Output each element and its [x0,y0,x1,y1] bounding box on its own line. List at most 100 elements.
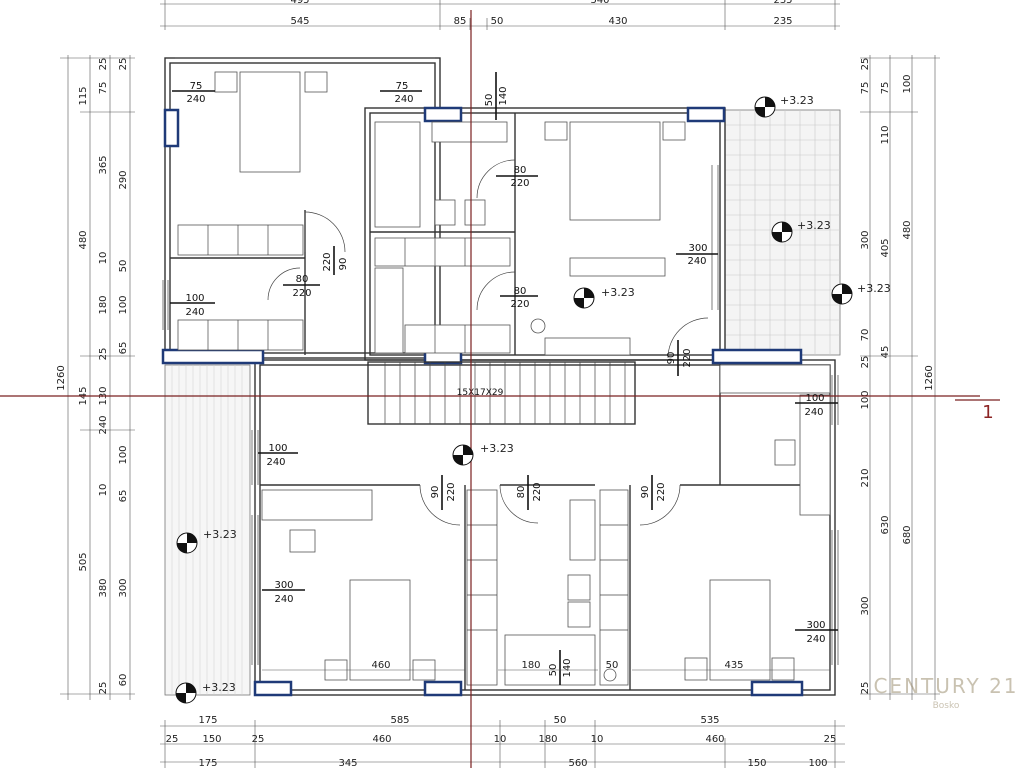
svg-text:220: 220 [446,482,457,501]
svg-text:220: 220 [510,178,529,189]
brand-name: CENTURY 21 [873,674,1018,698]
dim-right-3: 680 [902,525,913,544]
dim-right-15: 210 [860,468,871,487]
dim-left-10: 25 [98,348,109,361]
dim-right-1: 100 [902,74,913,93]
svg-text:+3.23: +3.23 [857,282,891,295]
dim-left-13: 10 [98,484,109,497]
svg-text:220: 220 [510,299,529,310]
opening-label-vertical: 90 220 [640,475,667,510]
staircase: 15X17X29 [367,361,636,425]
dim-left-2: 480 [78,230,89,249]
svg-text:+3.23: +3.23 [601,286,635,299]
svg-text:75: 75 [396,81,409,92]
dim-bottom-4: 535 [700,715,719,726]
dim-left-5: 25 [98,58,109,71]
dim-right-13: 25 [860,356,871,369]
dim-bottom-10: 180 [538,734,557,745]
dim-left-15: 25 [98,682,109,695]
window-blocks [161,106,804,697]
svg-text:220: 220 [682,348,693,367]
right-dimension-chain: 1260 100 480 680 75 110 405 45 630 25 75… [860,55,940,700]
svg-text:300: 300 [806,620,825,631]
axis-label: 1 [982,402,993,423]
svg-text:140: 140 [562,658,573,677]
dim-right-5: 110 [880,125,891,144]
dim-right-2: 480 [902,220,913,239]
svg-text:+3.23: +3.23 [480,442,514,455]
dim-bottom-6: 150 [202,734,221,745]
svg-text:90: 90 [430,486,441,499]
inner-dim-2: 180 [521,660,540,671]
svg-text:100: 100 [268,443,287,454]
dim-bottom-18: 100 [808,758,827,768]
dim-top-6: 50 [491,16,504,27]
dim-left-total: 1260 [56,365,67,390]
furniture [177,71,831,686]
dim-bottom-7: 25 [252,734,265,745]
dim-right-6: 405 [880,238,891,257]
opening-label-vertical: 90 220 [430,475,457,510]
dim-left-6: 75 [98,82,109,95]
svg-text:220: 220 [292,288,311,299]
svg-text:90: 90 [666,352,677,365]
dim-top-2: 540 [590,0,609,6]
dim-left-23: 300 [118,578,129,597]
svg-text:240: 240 [185,307,204,318]
dim-bottom-12: 460 [705,734,724,745]
svg-text:100: 100 [805,393,824,404]
dim-left-16: 25 [118,58,129,71]
dim-left-17: 290 [118,170,129,189]
svg-text:220: 220 [532,482,543,501]
dim-right-8: 630 [880,515,891,534]
dim-top-8: 235 [773,16,792,27]
level-markers: +3.23 +3.23 +3.23 +3.23 +3.23 +3.23 +3.2… [175,94,891,704]
svg-text:240: 240 [186,94,205,105]
svg-text:80: 80 [516,486,527,499]
svg-text:90: 90 [338,258,349,271]
svg-text:+3.23: +3.23 [780,94,814,107]
level-marker: +3.23 [573,286,635,309]
dim-bottom-15: 345 [338,758,357,768]
dim-left-1: 115 [78,86,89,105]
brand-sub: Bosko [933,701,960,711]
dim-bottom-17: 150 [747,758,766,768]
dim-left-18: 50 [118,260,129,273]
level-marker: +3.23 [754,94,814,118]
svg-text:100: 100 [185,293,204,304]
svg-text:240: 240 [394,94,413,105]
inner-dim-1: 460 [371,660,390,671]
svg-text:300: 300 [688,243,707,254]
dim-bottom-14: 175 [198,758,217,768]
door-swings [267,159,709,526]
dim-bottom-13: 25 [824,734,837,745]
dim-left-19: 100 [118,295,129,314]
balcony-left-decking [164,364,251,696]
svg-text:240: 240 [266,457,285,468]
inner-dim-4: 435 [724,660,743,671]
grid-axes: 1 [0,10,1000,768]
dim-bottom-8: 460 [372,734,391,745]
dim-top-4: 545 [290,16,309,27]
dim-right-10: 75 [860,82,871,95]
dim-left-24: 60 [118,674,129,687]
opening-label-vertical: 90 220 [666,340,693,376]
level-marker: +3.23 [175,681,236,704]
dim-right-total: 1260 [924,365,935,390]
dim-right-17: 25 [860,682,871,695]
dim-right-9: 25 [860,58,871,71]
window-glazing [162,57,839,665]
svg-text:220: 220 [656,482,667,501]
level-marker: +3.23 [831,282,891,305]
dim-left-14: 380 [98,578,109,597]
